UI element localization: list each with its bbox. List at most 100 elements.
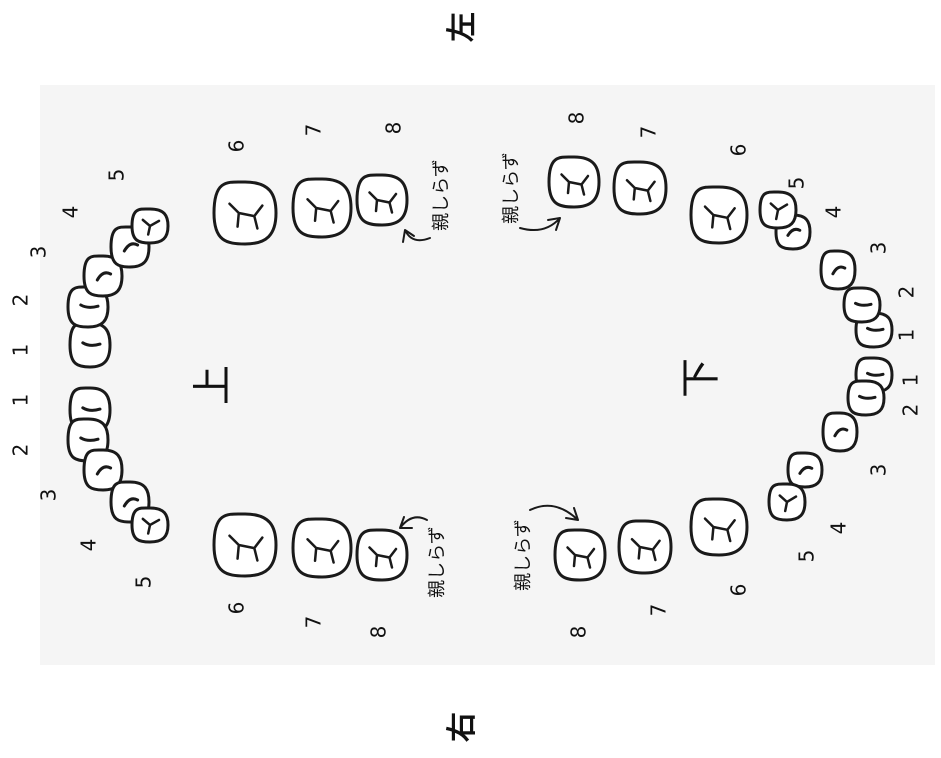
molar-groove: [703, 205, 736, 231]
lower-left-tooth-5: [758, 190, 798, 230]
lower-left-tooth-number: 6: [727, 144, 751, 157]
upper-left-tooth-5: [130, 207, 170, 245]
premolar-groove: [769, 202, 789, 221]
lower-right-tooth-number: 3: [867, 464, 891, 477]
cusp-tip: [95, 271, 113, 282]
upper-right-tooth-number: 7: [302, 616, 326, 629]
upper-right-tooth-number: 2: [9, 444, 33, 457]
incisal-edge: [79, 303, 100, 309]
lower-left-tooth-number: 1: [895, 329, 919, 342]
incisal-edge: [858, 394, 877, 400]
upper-right-tooth-number: 8: [367, 626, 391, 639]
upper-right-tooth-number: 5: [132, 576, 156, 589]
incisal-edge: [866, 326, 885, 332]
lower-left-tooth-number: 3: [867, 242, 891, 255]
upper-left-tooth-number: 3: [27, 246, 51, 259]
incisal-edge: [81, 341, 102, 347]
upper-right-tooth-number: 4: [77, 539, 101, 552]
molar-groove: [368, 546, 398, 569]
upper-left-wisdom-arrow: [402, 229, 431, 243]
tooth-outline: [821, 411, 859, 453]
incisal-edge: [866, 371, 885, 377]
lower-left-tooth-3: [819, 249, 857, 291]
incisal-edge: [79, 436, 100, 442]
upper-right-tooth-number: 1: [9, 394, 33, 407]
cusp-tip: [833, 427, 849, 438]
cusp-tip: [798, 465, 814, 475]
lower-left-tooth-8: [547, 155, 601, 209]
cusp-tip: [786, 227, 802, 237]
cusp-tip: [122, 242, 140, 253]
tooth-outline: [82, 448, 124, 492]
tooth-outline: [786, 451, 824, 489]
upper-right-wisdom-arrow: [399, 516, 428, 529]
upper-right-tooth-7: [291, 517, 353, 579]
premolar-groove: [778, 494, 798, 513]
upper-right-tooth-5: [130, 506, 170, 544]
lower-jaw-label: 下: [678, 358, 724, 398]
upper-left-tooth-number: 6: [225, 140, 249, 153]
lower-left-tooth-6: [689, 185, 749, 245]
lower-right-tooth-2: [846, 379, 886, 417]
upper-left-tooth-6: [212, 180, 278, 246]
lower-right-wisdom-arrow: [529, 504, 579, 521]
lower-right-tooth-8: [553, 528, 607, 582]
molar-groove: [306, 538, 340, 564]
lower-right-tooth-4: [786, 451, 824, 489]
lower-left-wisdom-label: 親しらず: [501, 152, 522, 224]
chart-area: [40, 85, 935, 665]
lower-right-tooth-6: [689, 497, 749, 557]
cusp-tip: [831, 265, 847, 276]
lower-left-tooth-7: [612, 160, 668, 216]
upper-left-tooth-number: 5: [105, 169, 129, 182]
molar-groove: [703, 517, 736, 543]
molar-groove: [630, 537, 661, 562]
molar-groove: [560, 173, 590, 196]
premolar-groove: [141, 517, 161, 535]
lower-left-wisdom-arrow: [519, 217, 561, 231]
upper-left-tooth-number: 7: [302, 124, 326, 137]
molar-groove: [306, 198, 340, 224]
upper-right-tooth-6: [212, 512, 278, 578]
lower-right-tooth-number: 7: [647, 604, 671, 617]
cusp-tip: [122, 497, 140, 508]
lower-left-tooth-number: 4: [822, 206, 846, 219]
molar-groove: [368, 191, 398, 214]
upper-left-tooth-number: 8: [382, 122, 406, 135]
upper-right-wisdom-label: 親しらず: [427, 526, 448, 598]
upper-left-tooth-8: [355, 173, 409, 227]
molar-groove: [228, 534, 264, 562]
tooth-outline: [82, 254, 124, 298]
lower-right-tooth-number: 2: [899, 404, 923, 417]
upper-left-tooth-1: [68, 321, 112, 369]
lower-right-tooth-5: [767, 482, 807, 522]
lower-right-tooth-number: 8: [567, 626, 591, 639]
lower-left-tooth-number: 7: [637, 126, 661, 139]
incisal-edge: [854, 301, 873, 307]
upper-jaw-label: 上: [190, 365, 236, 405]
premolar-groove: [141, 218, 161, 236]
lower-right-tooth-7: [617, 519, 673, 575]
lower-right-tooth-number: 5: [795, 550, 819, 563]
lower-left-tooth-number: 2: [895, 286, 919, 299]
molar-groove: [625, 178, 656, 203]
lower-right-tooth-number: 1: [899, 374, 923, 387]
lower-right-tooth-3: [821, 411, 859, 453]
molar-groove: [228, 202, 264, 230]
tooth-outline: [819, 249, 857, 291]
lower-left-tooth-number: 5: [785, 177, 809, 190]
incisal-edge: [81, 406, 102, 412]
lower-right-wisdom-label: 親しらず: [513, 519, 534, 591]
upper-left-tooth-number: 1: [9, 344, 33, 357]
upper-right-tooth-3: [82, 448, 124, 492]
tooth-outline: [212, 180, 278, 246]
left-side-label: 左: [445, 12, 480, 42]
right-side-label: 右: [445, 712, 480, 742]
upper-right-tooth-number: 3: [37, 489, 61, 502]
upper-right-tooth-number: 6: [225, 602, 249, 615]
upper-right-tooth-8: [355, 528, 409, 582]
molar-groove: [566, 546, 596, 569]
upper-left-tooth-number: 2: [9, 294, 33, 307]
lower-left-tooth-2: [842, 286, 882, 324]
